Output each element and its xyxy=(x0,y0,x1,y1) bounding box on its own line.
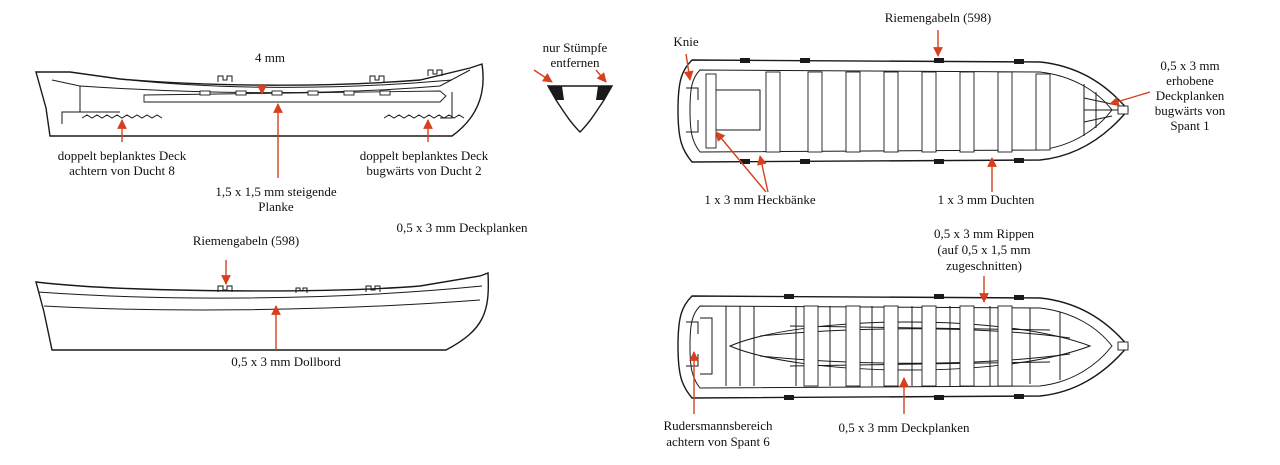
top-view-thwarts xyxy=(677,30,1151,193)
label-oarlocks-side: Riemengabeln (598) xyxy=(193,233,300,248)
deck-cleats xyxy=(199,90,391,96)
arrow-stump-left xyxy=(533,69,553,83)
oarlock-2a xyxy=(217,285,233,292)
label-stump-1: nur Stümpfe xyxy=(543,40,608,55)
label-ribs-3: zugeschnitten) xyxy=(946,258,1022,273)
label-thwarts: 1 x 3 mm Duchten xyxy=(938,192,1035,207)
top-view-ribs xyxy=(677,276,1129,414)
oarlock-marks-top-2 xyxy=(784,294,1024,400)
oarlock-2b xyxy=(365,285,381,292)
oarlock-1c xyxy=(427,69,443,76)
label-knie: Knie xyxy=(673,34,699,49)
label-gunwale: 0,5 x 3 mm Dollbord xyxy=(231,354,341,369)
stern-bench-box xyxy=(716,89,761,131)
label-raised-2: erhobene xyxy=(1166,73,1214,88)
raised-bow-planks xyxy=(1083,84,1118,136)
label-aft-deck-1: doppelt beplanktes Deck xyxy=(58,148,187,163)
top-hull-outline-2 xyxy=(677,295,1129,399)
label-stern-benches: 1 x 3 mm Heckbänke xyxy=(704,192,815,207)
arrow-stern-bench-1 xyxy=(715,131,767,193)
deck-plank-lines xyxy=(759,325,1071,367)
label-ribs-2: (auf 0,5 x 1,5 mm xyxy=(937,242,1030,257)
thwart-set-1 xyxy=(765,71,1051,153)
sheer-line-2 xyxy=(37,285,483,299)
rising-plank-shape xyxy=(143,90,447,103)
arrow-raised-planks xyxy=(1109,91,1151,107)
oarlock-2c xyxy=(295,287,308,293)
arrow-stump-right xyxy=(595,69,607,83)
oarlock-marks-top-1 xyxy=(740,58,1024,164)
arrow-stern-bench-2 xyxy=(757,155,769,193)
side-hull-outline-2 xyxy=(35,272,490,351)
label-helm-1: Rudersmannsbereich xyxy=(663,418,773,433)
label-raised-4: bugwärts von xyxy=(1155,103,1226,118)
side-view-deck xyxy=(35,63,484,178)
oarlock-1b xyxy=(369,75,385,82)
section-stump-right xyxy=(596,86,612,100)
label-rising-plank-2: Planke xyxy=(258,199,294,214)
deck-plank-lens xyxy=(728,321,1092,371)
label-ribs-1: 0,5 x 3 mm Rippen xyxy=(934,226,1035,241)
top-inner-outline-2 xyxy=(689,305,1113,389)
label-raised-5: Spant 1 xyxy=(1170,118,1209,133)
fwd-deck-zigzag xyxy=(383,114,465,119)
oarlock-1a xyxy=(217,75,233,82)
stem-tip-2 xyxy=(1117,341,1129,351)
label-helm-2: achtern von Spant 6 xyxy=(666,434,770,449)
gunwale-line-2 xyxy=(43,299,481,311)
label-deck-planks-bottom: 0,5 x 3 mm Deckplanken xyxy=(838,420,970,435)
labels: 4 mm nur Stümpfe entfernen doppelt bepla… xyxy=(58,10,1226,449)
sheer-line-1 xyxy=(79,69,471,94)
label-raised-1: 0,5 x 3 mm xyxy=(1160,58,1219,73)
stem-tip-1 xyxy=(1117,105,1129,115)
arrow-knie xyxy=(683,53,694,81)
label-stump-2: entfernen xyxy=(550,55,600,70)
label-oarlocks-top: Riemengabeln (598) xyxy=(885,10,992,25)
aft-deck-zigzag xyxy=(81,114,163,119)
label-deck-planks-mid: 0,5 x 3 mm Deckplanken xyxy=(396,220,528,235)
section-hull xyxy=(546,85,614,133)
label-4mm: 4 mm xyxy=(255,50,285,65)
label-rising-plank-1: 1,5 x 1,5 mm steigende xyxy=(215,184,337,199)
section-detail xyxy=(533,69,614,133)
sheer-line-1b xyxy=(119,78,453,88)
label-fwd-deck-2: bugwärts von Ducht 2 xyxy=(366,163,481,178)
knie-detail xyxy=(686,87,699,133)
top-hull-outline-1 xyxy=(677,59,1129,163)
label-fwd-deck-1: doppelt beplanktes Deck xyxy=(360,148,489,163)
label-aft-deck-2: achtern von Ducht 8 xyxy=(69,163,175,178)
rib-lines xyxy=(725,306,1061,386)
section-stump-left xyxy=(548,86,564,100)
label-raised-3: Deckplanken xyxy=(1156,88,1225,103)
stern-bench-left xyxy=(705,73,717,149)
thwart-set-2 xyxy=(803,305,1013,387)
side-view-gunwale xyxy=(35,260,490,351)
